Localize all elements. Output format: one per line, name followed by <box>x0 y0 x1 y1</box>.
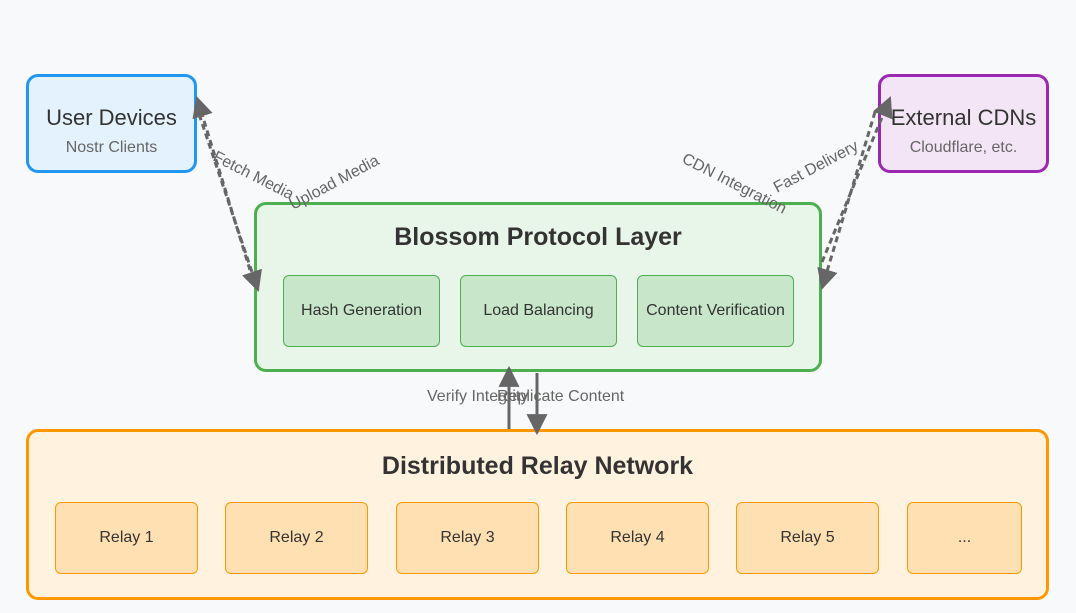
distributed-relay-network: Distributed Relay Network Relay 1 Relay … <box>26 429 1049 600</box>
relay-item: Relay 1 <box>55 502 198 574</box>
blossom-protocol-layer: Blossom Protocol Layer Hash Generation L… <box>254 202 822 372</box>
fast-delivery-arrow <box>817 111 877 291</box>
relay-item-more: ... <box>907 502 1022 574</box>
external-cdns-title: External CDNs <box>890 105 1037 130</box>
relay-item: Relay 2 <box>225 502 368 574</box>
external-cdns-subtitle: Cloudflare, etc. <box>909 139 1018 156</box>
relay-item: Relay 3 <box>396 502 539 574</box>
external-cdns-node: External CDNs Cloudflare, etc. <box>878 74 1049 173</box>
load-balancing-component: Load Balancing <box>460 275 617 347</box>
user-devices-node: User Devices Nostr Clients <box>26 74 197 173</box>
blossom-title: Blossom Protocol Layer <box>394 223 682 251</box>
content-verification-component: Content Verification <box>637 275 794 347</box>
relay-item: Relay 4 <box>566 502 709 574</box>
relay-item: Relay 5 <box>736 502 879 574</box>
verify-integrity-label: Verify Integrity <box>427 388 528 405</box>
replicate-content-label: Replicate Content <box>497 388 625 405</box>
fast-delivery-label: Fast Delivery <box>771 138 861 197</box>
user-devices-title: User Devices <box>46 105 177 130</box>
hash-generation-component: Hash Generation <box>283 275 440 347</box>
upload-media-label: Upload Media <box>287 152 382 213</box>
fetch-media-label: Fetch Media <box>210 148 296 203</box>
upload-media-arrow <box>194 104 262 292</box>
relay-network-title: Distributed Relay Network <box>381 452 694 480</box>
user-devices-subtitle: Nostr Clients <box>65 139 158 156</box>
